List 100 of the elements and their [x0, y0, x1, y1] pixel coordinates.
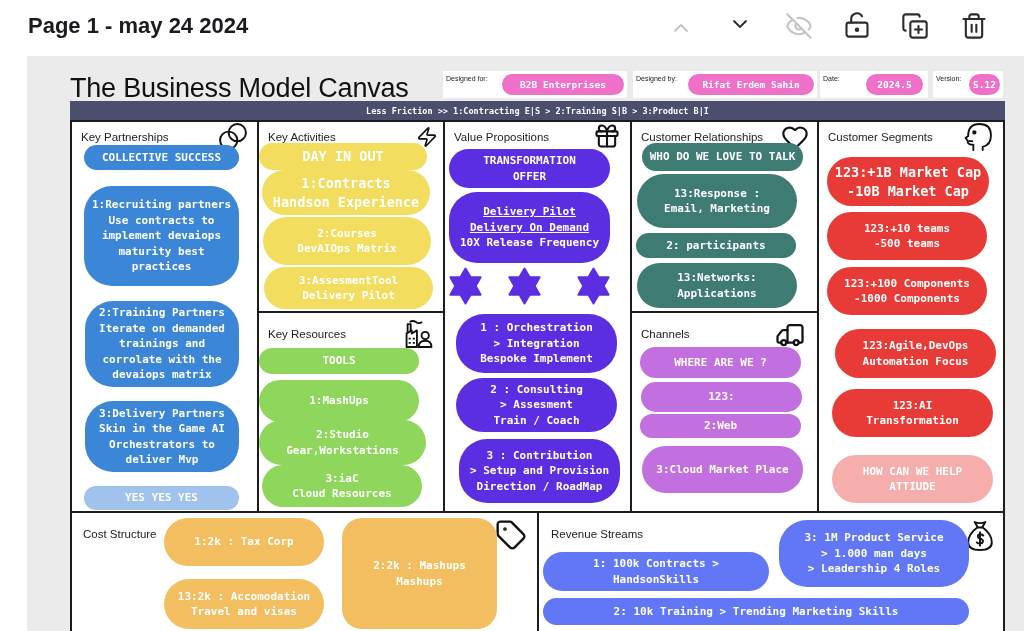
note-pill: [262, 170, 430, 215]
section-heading: Cost Structure: [83, 527, 157, 541]
note-pill: [263, 217, 431, 265]
note-text: 3:AssesmentTool Delivery Pilot: [298, 272, 399, 304]
note-text: 123:+100 Components -1000 Components: [844, 275, 970, 307]
canvas-section: [257, 311, 445, 513]
note-text: TRANSFORMATION OFFER: [483, 153, 576, 184]
value-pill: [866, 74, 923, 95]
canvas-title: The Business Model Canvas: [70, 73, 409, 103]
note-pill: [827, 267, 987, 315]
note-pill: [640, 347, 801, 378]
page-label: Page 1 - may 24 2024: [28, 13, 249, 39]
note-text: 2 : Consulting > Assesment Train / Coach: [490, 381, 583, 429]
note-text: 13:Networks: Applications: [677, 270, 757, 301]
note-pill: [459, 439, 620, 503]
note-text: 3:Delivery Partners Skin in the Game AI Orchestrators to deliver Mvp: [99, 405, 225, 468]
note-pill: [449, 149, 610, 188]
note-text: 3:Cloud Market Place: [656, 461, 789, 478]
banner-text: Less Friction >> 1:Contracting E|S > 2:Training S|B > 3:Product B|I: [366, 105, 709, 116]
note-text: 123:+1B Market Cap -10B Market Cap: [834, 162, 982, 201]
canvas-section: [257, 120, 445, 313]
canvas-section: [443, 120, 632, 513]
note-text: 1:Contracts Handson Experience: [272, 173, 420, 212]
note-text: WHO DO WE LOVE TO TALK: [649, 149, 796, 165]
note-pill: [262, 465, 422, 507]
note-pill: [642, 446, 803, 493]
note-pill: [85, 301, 239, 387]
note-text: 1:MashUps: [309, 393, 369, 409]
canvas-section: [537, 511, 1005, 631]
header-field: [933, 71, 1003, 98]
note-text: 1 : Orchestration > Integration Bespoke Implement: [480, 320, 593, 367]
note-text: 123:Agile,DevOps Automation Focus: [862, 338, 969, 369]
canvas-section: [630, 120, 819, 313]
note-pill: [259, 348, 419, 374]
value-pill: [502, 74, 624, 95]
note-text: 3 : Contribution > Setup and Provision Direction / RoadMap: [469, 447, 610, 495]
note-pill: [264, 267, 433, 309]
note-pill: [637, 263, 797, 308]
note-text: 2: participants: [666, 237, 766, 254]
note-text: YES YES YES: [125, 490, 198, 506]
value-text: 2024.5: [877, 78, 912, 91]
canvas-section: [70, 120, 259, 513]
note-pill: [164, 579, 324, 629]
note-pill: [641, 382, 802, 412]
note-pill: [827, 212, 987, 260]
note-text: 3: 1M Product Service > 1.000 man days > Leadership 4 Roles: [804, 530, 944, 577]
note-text: 123:: [708, 389, 735, 405]
note-pill: [84, 145, 239, 170]
value-text: 5.12: [973, 78, 996, 91]
section-heading: Value Propositions: [454, 130, 550, 144]
note-pill: [543, 552, 769, 591]
note-pill: [449, 192, 610, 263]
note-pill: [456, 314, 617, 373]
note-pill: [456, 378, 617, 432]
note-text: 2:Studio Gear,Workstations: [286, 427, 399, 458]
value-text: Rifat Erdem Sahin: [702, 78, 800, 91]
header-field: [443, 71, 627, 98]
note-text: WHERE ARE WE ?: [674, 354, 767, 371]
note-pill: [259, 143, 427, 170]
note-pill: [85, 401, 239, 472]
section-heading: Customer Segments: [828, 130, 933, 144]
header-field: [633, 71, 817, 98]
section-heading: Key Activities: [268, 130, 336, 144]
note-pill: [640, 414, 801, 438]
note-text: COLLECTIVE SUCCESS: [101, 149, 222, 166]
note-text: 13:Response : Email, Marketing: [664, 185, 770, 217]
note-text: 123:AI Transformation: [866, 397, 959, 429]
note-text: 1:2k : Tax Corp: [194, 534, 294, 550]
canvas-section: [630, 311, 819, 513]
banner-strip: [70, 101, 1005, 120]
section-heading: Revenue Streams: [551, 527, 644, 541]
note-pill: [543, 598, 969, 625]
note-text: 2: 10k Training > Trending Marketing Skills: [613, 603, 899, 620]
note-text: Delivery Pilot Delivery On Demand: [469, 204, 590, 236]
section-heading: Channels: [641, 327, 690, 341]
note-pill: [835, 329, 996, 378]
note-text: HOW CAN WE HELP ATTIUDE: [862, 463, 963, 495]
note-text: 3:iaC Cloud Resources: [292, 470, 392, 502]
note-pill: [84, 186, 239, 286]
note-pill: [259, 380, 419, 422]
canvas-section: [70, 511, 539, 631]
section-heading: Key Resources: [268, 327, 346, 341]
note-pill: [832, 455, 993, 503]
note-text: 13:2k : Accomodation Travel and visas: [177, 588, 311, 620]
note-pill: [637, 174, 797, 228]
note-pill: [84, 486, 239, 510]
note-text: 1:Recruiting partners Use contracts to implement devaiops maturity best practices: [91, 197, 232, 275]
note-text: 2:Web: [703, 418, 738, 434]
note-pill: [779, 520, 969, 587]
value-text: B2B Enterprises: [520, 78, 606, 91]
note-text: 1: 100k Contracts > HandsonSkills: [593, 556, 719, 587]
canvas-section: [817, 120, 1005, 513]
section-heading: Key Partnerships: [81, 130, 169, 144]
note-pill: [827, 157, 989, 206]
note-text: 10X Release Frequency: [459, 235, 600, 251]
note-text: DAY IN OUT: [302, 147, 384, 166]
note-pill: [164, 518, 324, 566]
note-text: 2:2k : Mashups Mashups: [373, 558, 466, 589]
header-field: [820, 71, 928, 98]
note-text: 123:+10 teams -500 teams: [863, 220, 951, 252]
